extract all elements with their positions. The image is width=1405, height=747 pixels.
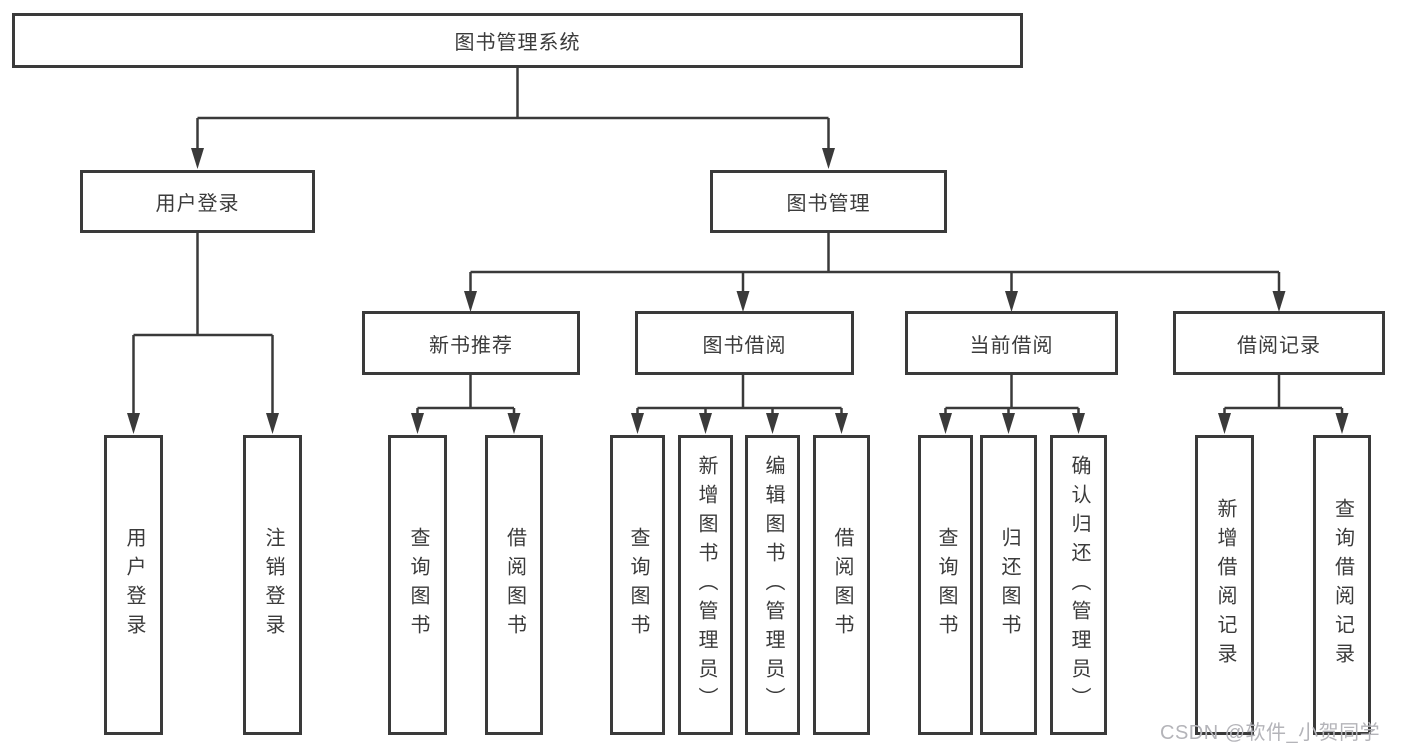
leaf-label: 查询图书 xyxy=(627,527,649,643)
leaf-newbook-borrow-books: 借阅图书 xyxy=(485,435,543,735)
leaf-label: 查询图书 xyxy=(407,527,429,643)
leaf-label: 编辑图书（管理员） xyxy=(762,454,784,716)
leaf-label: 用户登录 xyxy=(123,527,145,643)
node-book-borrowing: 图书借阅 xyxy=(635,311,854,375)
leaf-label: 新增借阅记录 xyxy=(1214,498,1236,672)
leaf-label: 借阅图书 xyxy=(503,527,526,643)
arrowheads xyxy=(127,148,1349,434)
leaf-borrowing-borrow-books: 借阅图书 xyxy=(813,435,870,735)
leaf-records-add-record: 新增借阅记录 xyxy=(1195,435,1254,735)
node-borrowing-records: 借阅记录 xyxy=(1173,311,1385,375)
leaf-label: 确认归还（管理员） xyxy=(1068,454,1090,716)
node-user-login: 用户登录 xyxy=(80,170,315,233)
node-book-management: 图书管理 xyxy=(710,170,947,233)
node-new-book-recommend: 新书推荐 xyxy=(362,311,580,375)
leaf-borrowing-query-books: 查询图书 xyxy=(610,435,665,735)
leaf-label: 查询借阅记录 xyxy=(1331,498,1354,672)
leaf-current-confirm-return-admin: 确认归还（管理员） xyxy=(1050,435,1107,735)
csdn-watermark: CSDN @软件_小贺同学 xyxy=(1160,722,1381,744)
leaf-label: 注销登录 xyxy=(262,527,284,643)
leaf-borrowing-add-books-admin: 新增图书（管理员） xyxy=(678,435,733,735)
leaf-current-return-books: 归还图书 xyxy=(980,435,1037,735)
node-library-system: 图书管理系统 xyxy=(12,13,1023,68)
leaf-label: 归还图书 xyxy=(998,527,1020,643)
leaf-label: 新增图书（管理员） xyxy=(695,454,717,716)
leaf-logout: 注销登录 xyxy=(243,435,302,735)
node-current-borrowing: 当前借阅 xyxy=(905,311,1118,375)
leaf-current-query-books: 查询图书 xyxy=(918,435,973,735)
leaf-borrowing-edit-books-admin: 编辑图书（管理员） xyxy=(745,435,800,735)
leaf-label: 查询图书 xyxy=(935,527,957,643)
leaf-records-query-record: 查询借阅记录 xyxy=(1313,435,1371,735)
leaf-newbook-query-books: 查询图书 xyxy=(388,435,447,735)
leaf-label: 借阅图书 xyxy=(831,527,853,643)
leaf-user-login: 用户登录 xyxy=(104,435,163,735)
